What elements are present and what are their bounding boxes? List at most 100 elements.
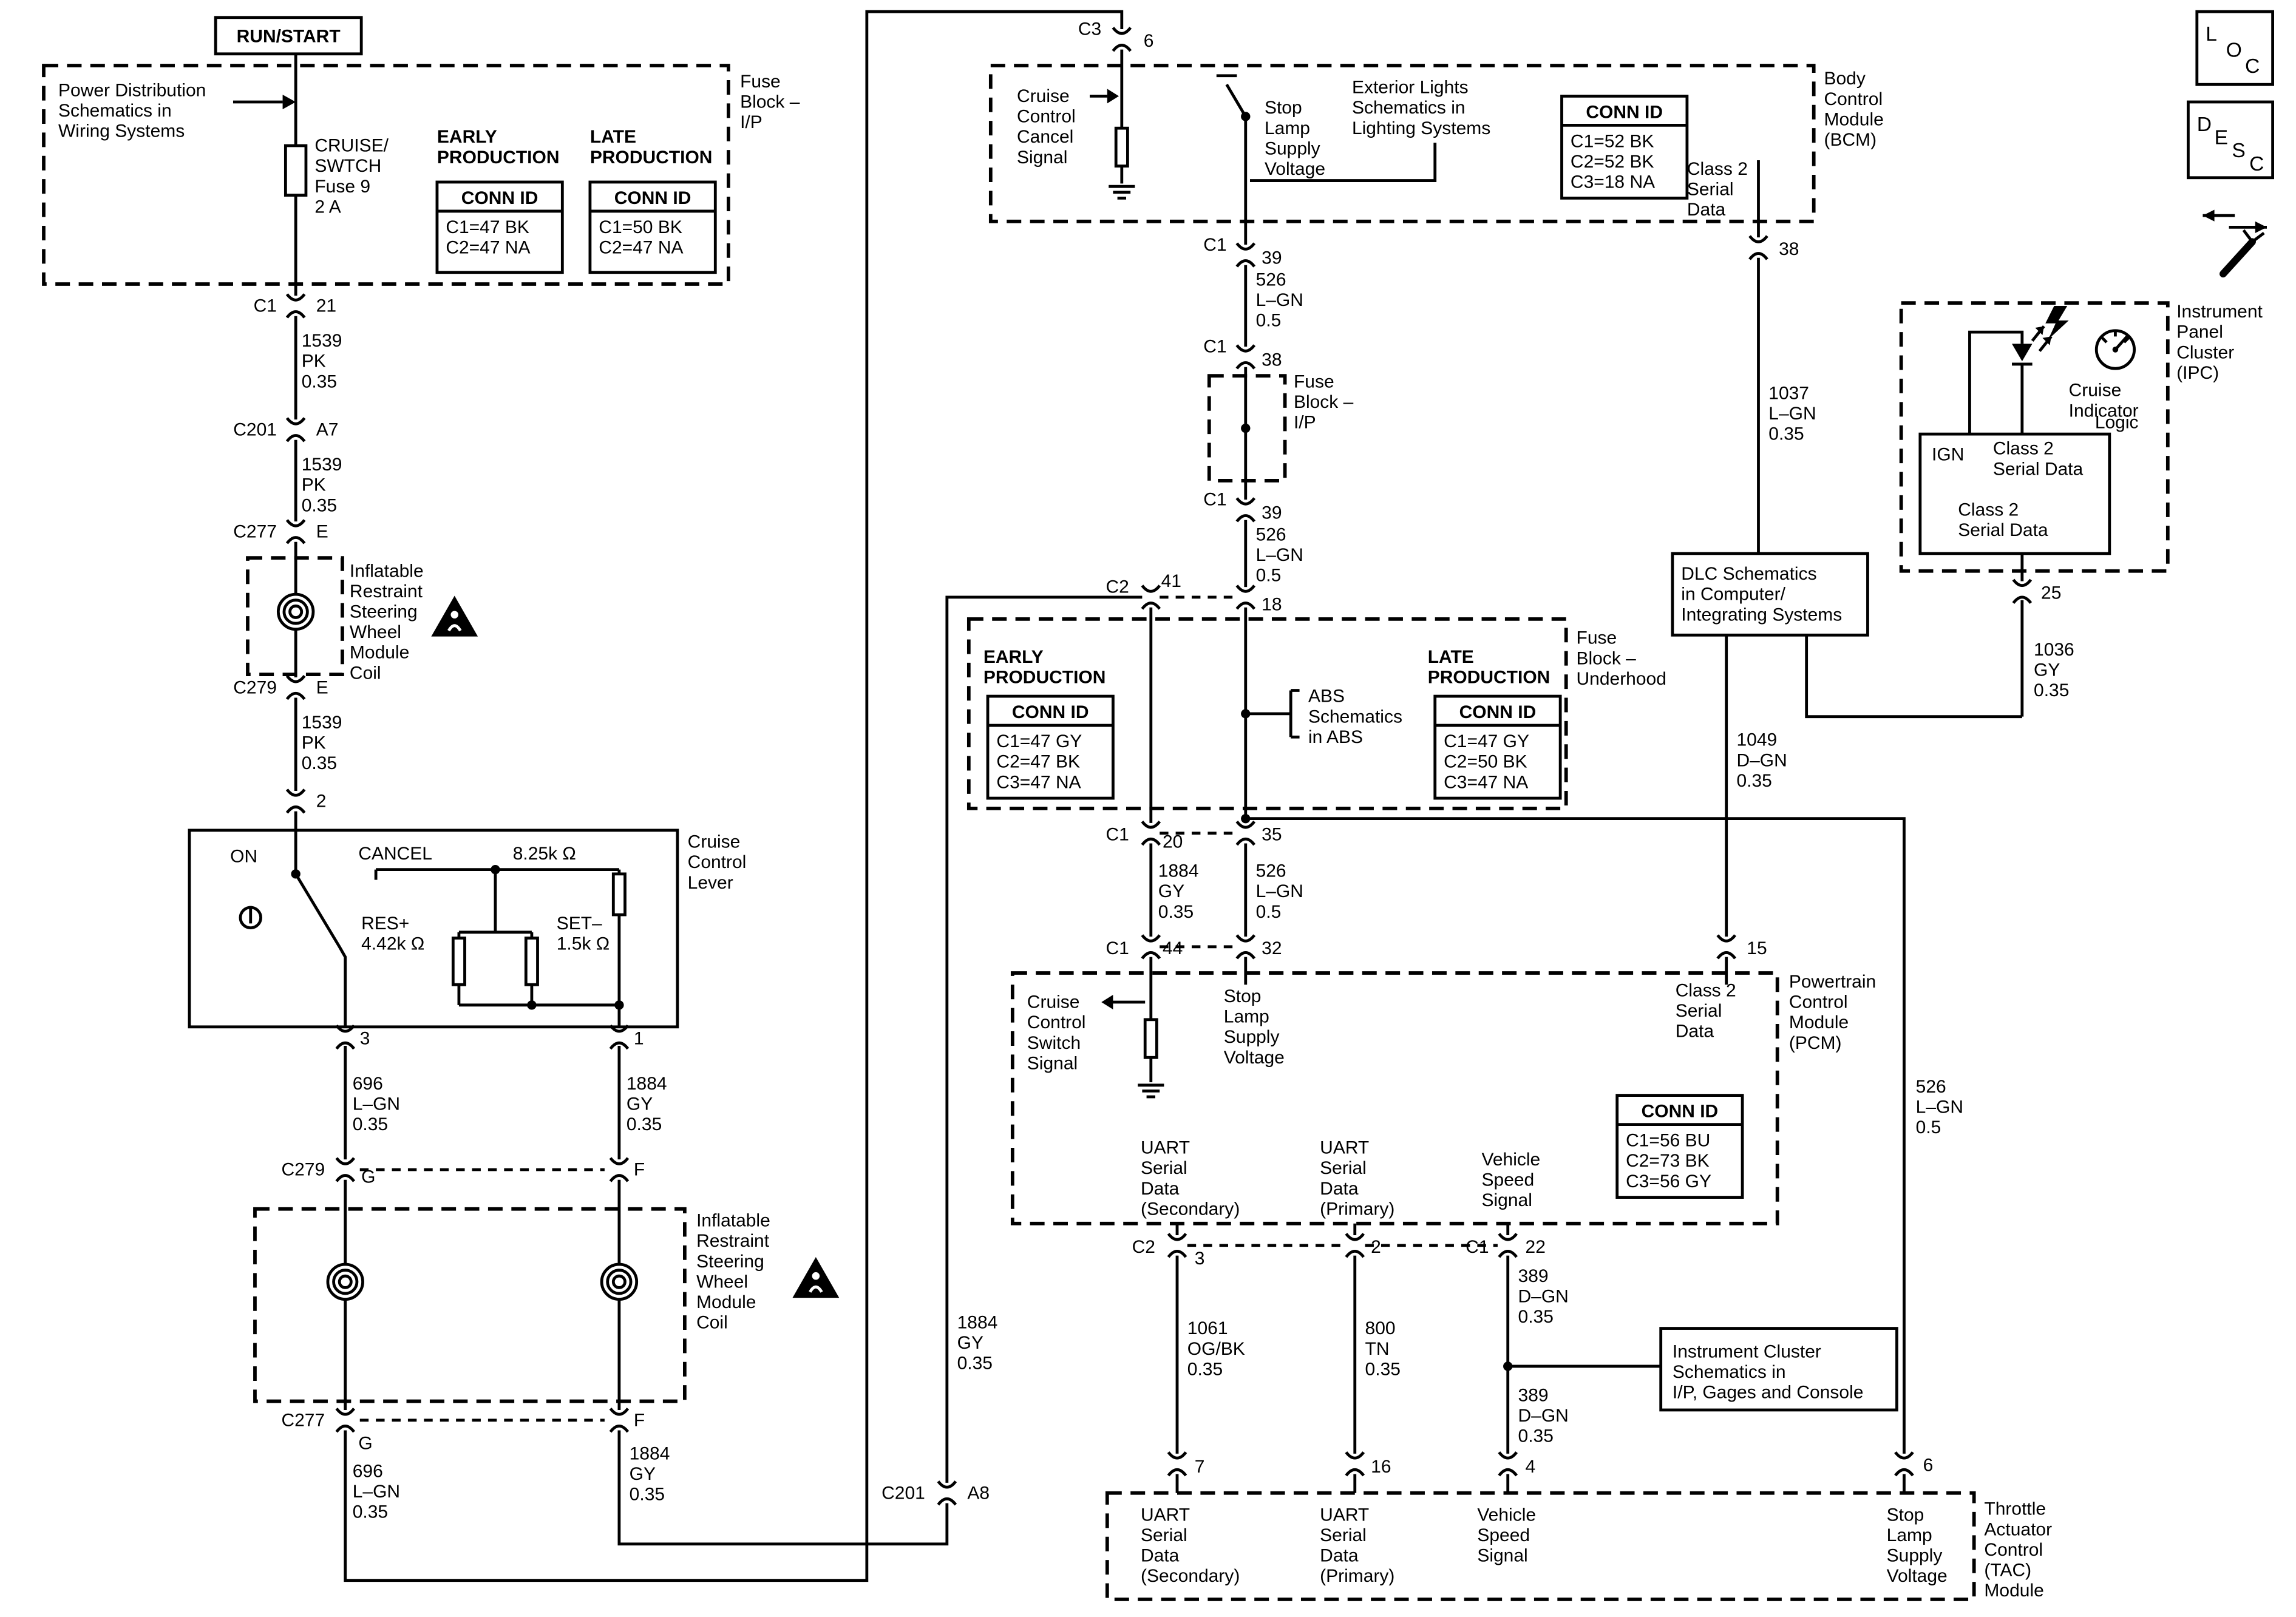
- instrument-cluster-box: [1659, 1327, 1898, 1412]
- connid-header-dividers: [436, 123, 1743, 1126]
- run-start-label: RUN/START: [237, 27, 341, 47]
- pin-3b: 3: [1195, 1249, 1205, 1269]
- connector-symbol: [1345, 1233, 1365, 1258]
- junction-dot: [527, 1000, 537, 1010]
- connector-symbol: [335, 1408, 356, 1433]
- conn-c2-41-label: C2: [1106, 577, 1129, 597]
- connid-uh-early-box: [986, 694, 1115, 800]
- connid-ip-late-box: [588, 180, 717, 274]
- loc-letter-c: C: [2245, 55, 2260, 78]
- conn-c1-20-label: C1: [1106, 825, 1129, 845]
- connid-uh-late-box: [1433, 694, 1562, 800]
- connector-symbol: [1167, 1233, 1187, 1258]
- cancel-label: CANCEL: [358, 844, 432, 864]
- ipc-inner-box: [1918, 432, 2111, 555]
- connector-symbol: [1235, 344, 1256, 370]
- pin-6-bcm: 6: [1144, 31, 1154, 51]
- conn-c201-a7-label: C201: [233, 420, 277, 440]
- conn-c201-a8-label: C201: [881, 1483, 925, 1503]
- connector-row-dashes: [359, 595, 1498, 1422]
- connector-symbol: [1498, 1233, 1518, 1258]
- on-label: ON: [230, 847, 257, 867]
- connector-symbol: [285, 519, 306, 544]
- pin-35: 35: [1262, 825, 1282, 845]
- loc-letter-l: L: [2206, 23, 2217, 46]
- conn-c277-e-label: C277: [233, 522, 277, 542]
- pin-2: 2: [316, 791, 327, 811]
- ipc-box: [1899, 301, 2170, 573]
- connector-symbol: [1716, 934, 1737, 960]
- conn-c279-e-label: C279: [233, 677, 277, 697]
- pin-44: 44: [1163, 938, 1183, 958]
- connid-uh-early-title: CONN ID: [1012, 702, 1089, 722]
- conn-c1-39a-label: C1: [1203, 235, 1226, 255]
- pin-16: 16: [1371, 1457, 1391, 1477]
- led-ray-arrow-1: [2035, 326, 2044, 335]
- tac-box: [1105, 1491, 1976, 1601]
- loc-letter-o: O: [2226, 39, 2242, 62]
- connid-pcm-title: CONN ID: [1642, 1102, 1719, 1122]
- pin-a8: A8: [967, 1483, 990, 1503]
- pin-41: 41: [1161, 571, 1181, 591]
- pin-g2: G: [358, 1434, 372, 1454]
- conn-c1-21-label: C1: [254, 296, 277, 316]
- pin-21: 21: [316, 296, 336, 316]
- solid-boxes: [188, 10, 2274, 1412]
- res-plus-label: RES+4.42k Ω: [361, 914, 424, 954]
- ground-icon: [1138, 1083, 1164, 1099]
- connector-symbol: [1235, 242, 1256, 268]
- resistor-825-label: 8.25k Ω: [513, 844, 576, 864]
- conn-c2-3-label: C2: [1132, 1237, 1155, 1257]
- connector-symbol: [1345, 1451, 1365, 1477]
- connector-symbol: [1748, 235, 1768, 260]
- junction-dot: [1241, 423, 1251, 433]
- cancel-signal-arrow-icon: [1107, 89, 1119, 104]
- resistor-symbol: [451, 937, 466, 986]
- connector-symbol: [285, 788, 306, 814]
- junction-dot: [1241, 813, 1251, 824]
- connid-pcm-box: [1615, 1094, 1744, 1199]
- pin-38b: 38: [1262, 350, 1282, 370]
- connector-symbol: [1235, 820, 1256, 846]
- pin-6-tac: 6: [1923, 1456, 1934, 1476]
- connector-symbol: [1141, 934, 1161, 960]
- gauge-needle: [2101, 330, 2130, 351]
- run-start-box: [214, 16, 363, 56]
- resistor-symbol: [611, 872, 627, 917]
- connid-ip-late-title: CONN ID: [614, 188, 691, 208]
- pin-22: 22: [1526, 1237, 1546, 1257]
- connid-ip-early-box: [435, 180, 564, 274]
